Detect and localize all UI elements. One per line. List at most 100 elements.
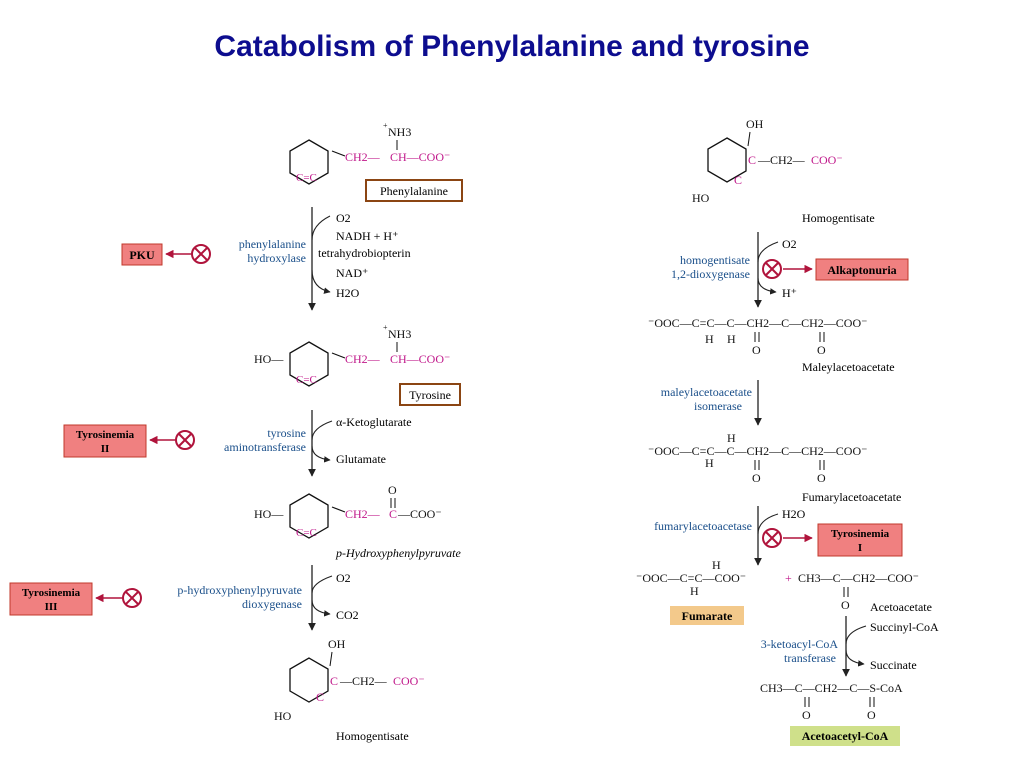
tyr-ring-cc: C=C (296, 374, 317, 386)
hga-right-ho: HO (692, 191, 710, 205)
hga-left-ho: HO (274, 709, 292, 723)
phe-h2o: H2O (336, 286, 360, 300)
maa-structure: ⁻OOC—C=C—C—CH2—C—CH2—COO⁻ H H O O (648, 316, 867, 357)
acetoacetate-o: O (841, 598, 850, 612)
aacoa-label: Acetoacetyl-CoA (802, 729, 889, 743)
tyrosinemia3-block-icon (122, 588, 142, 608)
tyrosinemia1-block-icon (762, 528, 782, 548)
maa-enzyme-line2: isomerase (694, 399, 742, 413)
pku-box (121, 243, 163, 266)
tyrosinemia2-box (63, 424, 147, 458)
phe-enzyme-line2: hydroxylase (247, 251, 306, 265)
faa-label: Fumarylacetoacetate (802, 490, 901, 504)
hpp-ch2: CH2— (345, 507, 381, 521)
maa-o2: O (817, 343, 826, 357)
tyrosinemia3-line2: III (45, 601, 58, 613)
transferase-line1: 3-ketoacyl-CoA (761, 637, 839, 651)
tyr-glu: Glutamate (336, 452, 386, 466)
hpp-ho: HO— (254, 507, 284, 521)
tyr-plus: + (383, 323, 388, 332)
hga-right-ch2: —CH2— (757, 153, 806, 167)
tyrosinemia2-block-icon (175, 430, 195, 450)
faa-h-bot: H (705, 456, 714, 470)
aacoa-box (790, 726, 900, 746)
hga-left-oh: OH (328, 637, 346, 651)
aacoa-o2: O (867, 708, 876, 722)
phe-enzyme-line1: phenylalanine (239, 237, 306, 251)
faa-o2: O (817, 471, 826, 485)
tyrosine-box (399, 383, 461, 406)
slide-title: Catabolism of Phenylalanine and tyrosine (214, 30, 810, 63)
tyrosinemia1-box (817, 523, 903, 557)
hga-right-c1: C (748, 153, 756, 167)
tyrosine-structure: HO— + NH3 CH2— CH—COO⁻ C=C (254, 323, 450, 387)
phenylalanine-box (365, 179, 463, 202)
hga-right-structure: OH C —CH2— COO⁻ C HO (692, 117, 843, 205)
phe-ring-cc: C=C (296, 172, 317, 184)
hga-left-structure: OH C —CH2— COO⁻ C HO (274, 637, 425, 723)
fumarate-box (670, 606, 744, 625)
faa-h2o: H2O (782, 507, 806, 521)
hga-right-c2: C (734, 173, 742, 187)
hga-left-c2: C (316, 690, 324, 704)
hga-left-c1: C (330, 674, 338, 688)
maa-h2: H (727, 332, 736, 346)
aacoa-formula: CH3—C—CH2—C—S-CoA (760, 681, 903, 695)
hpp-structure: HO— CH2— O C —COO⁻ C=C (254, 483, 442, 539)
faa-formula: ⁻OOC—C=C—C—CH2—C—CH2—COO⁻ (648, 444, 867, 458)
phe-ch: CH—COO⁻ (390, 150, 450, 164)
tyr-enzyme-line1: tyrosine (267, 426, 306, 440)
hpp-co2: CO2 (336, 608, 359, 622)
tyr-nh3: NH3 (388, 327, 411, 341)
tyrosinemia1-line2: I (858, 542, 862, 554)
hpp-o: O (388, 483, 397, 497)
fumarate-h-top: H (712, 558, 721, 572)
tyr-ch: CH—COO⁻ (390, 352, 450, 366)
tyrosinemia1-line1: Tyrosinemia (831, 528, 890, 540)
phe-ch2: CH2— (345, 150, 381, 164)
hga-enzyme-line1: homogentisate (680, 253, 750, 267)
faa-structure: H ⁻OOC—C=C—C—CH2—C—CH2—COO⁻ H O O (648, 431, 867, 485)
tyrosine-ring (289, 341, 329, 387)
phe-o2: O2 (336, 211, 351, 225)
faa-enzyme: fumarylacetoacetase (654, 519, 752, 533)
tyr-ch2: CH2— (345, 352, 381, 366)
products-plus: + (785, 571, 792, 585)
phenylalanine-label: Phenylalanine (380, 184, 448, 198)
alkaptonuria-box (815, 258, 909, 281)
faa-o1: O (752, 471, 761, 485)
succinate-label: Succinate (870, 658, 917, 672)
hga-left-label: Homogentisate (336, 729, 409, 743)
hpp-c: C (389, 507, 397, 521)
tyr-enzyme-line2: aminotransferase (224, 440, 306, 454)
tyr-akg: α-Ketoglutarate (336, 415, 412, 429)
tyrosinemia3-line1: Tyrosinemia (22, 587, 81, 599)
acetoacetate-label: Acetoacetate (870, 600, 932, 614)
phe-bh4: tetrahydrobiopterin (318, 246, 411, 260)
fumarate-formula: ⁻OOC—C=C—COO⁻ (636, 571, 746, 585)
hga-right-coo: COO⁻ (811, 153, 843, 167)
tyrosinemia3-box (9, 582, 93, 616)
phe-nad: NAD⁺ (336, 266, 368, 280)
hga-enzyme-line2: 1,2-dioxygenase (671, 267, 750, 281)
hga-left-ch2: —CH2— (339, 674, 388, 688)
phenylalanine-ring (289, 139, 329, 185)
tyrosinemia2-line1: Tyrosinemia (76, 429, 135, 441)
hpp-enzyme-line1: p-hydroxyphenylpyruvate (177, 583, 302, 597)
hga-left-coo: COO⁻ (393, 674, 425, 688)
maa-h1: H (705, 332, 714, 346)
tyr-ho: HO— (254, 352, 284, 366)
products-structure: H ⁻OOC—C=C—COO⁻ H + CH3—C—CH2—COO⁻ O (636, 558, 919, 612)
hpp-o2: O2 (336, 571, 351, 585)
maa-o1: O (752, 343, 761, 357)
phe-nh3: NH3 (388, 125, 411, 139)
succcoa-label: Succinyl-CoA (870, 620, 939, 634)
fumarate-label: Fumarate (682, 609, 733, 623)
aacoa-structure: CH3—C—CH2—C—S-CoA O O (760, 681, 903, 722)
tyrosine-label: Tyrosine (409, 388, 451, 402)
phe-nadh: NADH + H⁺ (336, 229, 398, 243)
acetoacetate-formula: CH3—C—CH2—COO⁻ (798, 571, 919, 585)
transferase-line2: transferase (784, 651, 836, 665)
phenylalanine-structure: + NH3 CH2— CH—COO⁻ C=C (289, 121, 450, 185)
